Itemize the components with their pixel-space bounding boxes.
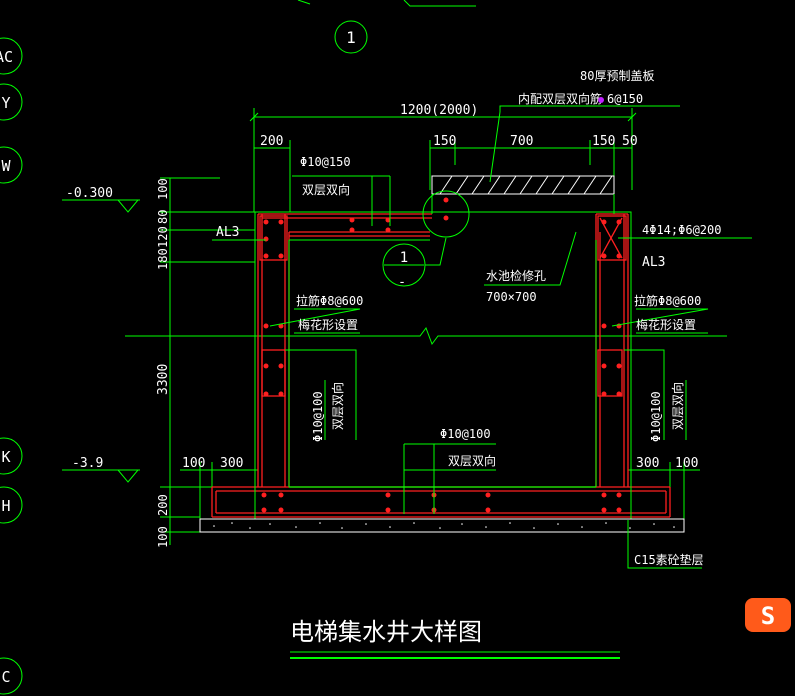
section-callouts <box>382 190 470 287</box>
rebar-symbol-icon <box>598 97 604 103</box>
dim-base-200: 200 <box>156 494 170 516</box>
section-number: 1 <box>400 250 408 266</box>
watermark-logo: S <box>745 598 791 632</box>
note-beam-left: AL3 <box>216 225 239 240</box>
note-tie-left: 拉筋Φ8@600 <box>296 293 363 308</box>
dim-seg-3: 150 <box>592 134 615 149</box>
grid-bubble-y: Y <box>0 83 23 121</box>
grid-bubble-y-label: Y <box>1 94 10 112</box>
section-sub: - <box>398 275 406 290</box>
drawing-title: 电梯集水井大样图 <box>290 618 482 646</box>
grid-bubble-k-label: K <box>1 448 10 466</box>
dimension-text: 1200(2000) 200 150 700 150 50 100 80 120… <box>156 103 698 548</box>
top-edge-fragments <box>297 0 476 7</box>
note-beam-rebar: 4Φ14;Φ6@200 <box>642 223 721 237</box>
dim-base-right-300: 300 <box>636 456 659 471</box>
dim-seg-4: 50 <box>622 134 638 149</box>
note-wall-right-note: 双层双向 <box>670 382 685 430</box>
note-top-rebar: Φ10@150 <box>300 155 351 169</box>
dim-base-right-100: 100 <box>675 456 698 471</box>
dimension-lines <box>125 108 727 545</box>
note-cover-rebar-prefix: 内配双层双向筋 <box>518 91 602 106</box>
grid-bubble-h: H <box>0 486 23 524</box>
note-tie-right: 拉筋Φ8@600 <box>634 293 701 308</box>
dim-seg-2: 700 <box>510 134 533 149</box>
dim-vert-180: 180 <box>156 248 170 270</box>
note-wall-right: Φ10@100 <box>649 391 663 442</box>
rebar-dots <box>261 197 622 513</box>
dim-overall: 1200(2000) <box>400 103 478 118</box>
note-manhole-size: 700×700 <box>486 290 537 304</box>
grid-bubble-k: K <box>0 437 23 475</box>
note-base-rebar: Φ10@100 <box>440 427 491 441</box>
grid-bubble-top: 1 <box>334 20 368 54</box>
grid-bubble-w: W <box>0 146 23 184</box>
note-cushion: C15素砼垫层 <box>634 552 704 567</box>
grid-bubble-c: C <box>0 657 23 695</box>
note-base-rebar-note: 双层双向 <box>448 453 496 468</box>
watermark-logo-letter: S <box>761 602 775 630</box>
grid-bubble-ac: AC <box>0 37 23 75</box>
leader-lines <box>212 105 752 659</box>
grid-bubble-top-label: 1 <box>346 28 356 47</box>
grid-bubble-h-label: H <box>1 497 10 515</box>
dim-seg-1: 150 <box>433 134 456 149</box>
grid-bubble-c-label: C <box>1 668 10 686</box>
dim-vert-100: 100 <box>156 178 170 200</box>
note-wall-left-note: 双层双向 <box>330 382 345 430</box>
note-tie-right-note: 梅花形设置 <box>636 317 696 332</box>
pit-outline <box>254 211 632 520</box>
cushion-layer <box>199 518 685 533</box>
note-manhole: 水池检修孔 <box>486 268 546 283</box>
note-top-rebar-note: 双层双向 <box>302 182 350 197</box>
dim-base-left-300: 300 <box>220 456 243 471</box>
grid-bubble-w-label: W <box>1 157 11 175</box>
elevation-top: -0.300 <box>62 186 140 213</box>
note-tie-left-note: 梅花形设置 <box>298 317 358 332</box>
dim-left-wall: 200 <box>260 134 283 149</box>
elevation-top-label: -0.300 <box>66 186 113 201</box>
note-cover-rebar-suffix: 6@150 <box>607 92 643 106</box>
grid-bubble-ac-label: AC <box>0 48 13 66</box>
dim-vert-120: 120 <box>156 226 170 248</box>
annotation-text: 80厚预制盖板 内配双层双向筋 6@150 Φ10@150 双层双向 AL3 4… <box>216 69 721 567</box>
cover-slab <box>431 175 615 214</box>
dim-vert-80: 80 <box>156 210 170 224</box>
dim-base-100: 100 <box>156 526 170 548</box>
note-wall-left: Φ10@100 <box>311 391 325 442</box>
note-cover-slab: 80厚预制盖板 <box>580 69 654 83</box>
note-beam-right: AL3 <box>642 255 665 270</box>
elevation-bottom: -3.9 <box>62 456 140 483</box>
dim-height: 3300 <box>156 364 171 395</box>
dim-base-left-100: 100 <box>182 456 205 471</box>
elevation-bottom-label: -3.9 <box>72 456 103 471</box>
